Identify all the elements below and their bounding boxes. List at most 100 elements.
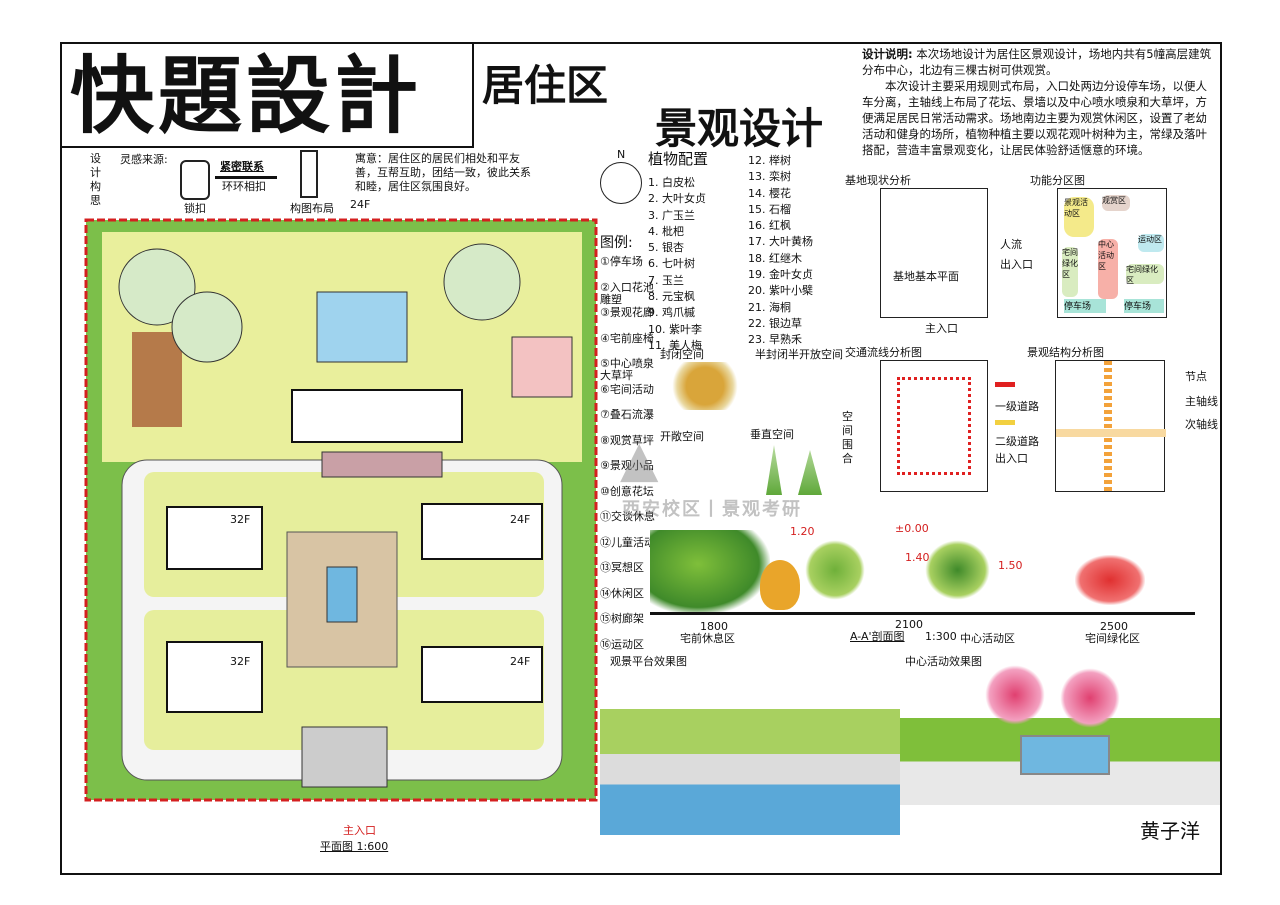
secondary-axis <box>1056 429 1166 437</box>
arrow-icon <box>215 176 277 179</box>
master-plan <box>84 218 598 802</box>
site-entry: 主入口 <box>925 322 958 335</box>
section-scale: 1:300 <box>925 630 957 643</box>
main-axis <box>1104 361 1112 491</box>
notes-heading: 设计说明: <box>862 47 913 61</box>
site-analysis-title: 基地现状分析 <box>845 174 911 187</box>
legend-title: 图例: <box>600 235 633 251</box>
arrow-bottom-text: 环环相扣 <box>222 180 266 193</box>
plant-item: 19. 金叶女贞 <box>748 268 813 282</box>
legend-item: ③景观花廊 <box>600 306 654 319</box>
signature: 黄子洋 <box>1140 819 1200 843</box>
arrow-top-text: 紧密联系 <box>220 160 264 173</box>
zone: 观赏区 <box>1102 195 1130 211</box>
chain-label: 锁扣 <box>184 202 206 215</box>
pink-tree <box>985 665 1045 725</box>
section-zone: 宅间绿化区 <box>1085 632 1140 645</box>
legend-item: ⑩创意花坛 <box>600 484 654 498</box>
plant-item: 17. 大叶黄杨 <box>748 235 813 249</box>
section-tree <box>805 540 865 600</box>
notes-p1: 本次场地设计为居住区景观设计，场地内共有5幢高层建筑分布中心，北边有三棵古树可供… <box>862 47 1212 77</box>
traffic-legend: 出入口 <box>995 452 1028 465</box>
space-enclosure: 空间围合 <box>842 410 853 465</box>
elevation: 1.40 <box>905 551 930 564</box>
plant-item: 13. 栾树 <box>748 170 791 184</box>
plant-item: 14. 樱花 <box>748 186 791 200</box>
section-zone: 中心活动区 <box>960 632 1015 645</box>
structure-diagram <box>1055 360 1166 492</box>
section-tree-red <box>1075 555 1145 605</box>
elevation: 1.50 <box>998 559 1023 572</box>
poster-frame <box>60 42 1222 875</box>
space-semi: 半封闭半开放空间 <box>755 348 843 361</box>
plant-item: 20. 紫叶小檗 <box>748 284 813 298</box>
plant-item: 16. 红枫 <box>748 219 791 233</box>
legend-item: ⑫儿童活动 <box>600 535 655 549</box>
section-dim: 2500 <box>1100 620 1128 633</box>
structure-title: 景观结构分析图 <box>1027 346 1104 359</box>
design-notes: 设计说明: 本次场地设计为居住区景观设计，场地内共有5幢高层建筑分布中心，北边有… <box>862 46 1218 158</box>
plant-item: 6. 七叶树 <box>648 257 695 271</box>
structure-legend: 节点 <box>1185 370 1207 383</box>
watermark-logo: ▲ <box>620 430 659 488</box>
legend-item: ⑧观赏草坪 <box>600 433 654 447</box>
zone: 景观活动区 <box>1064 197 1094 237</box>
site-legend: 出入口 <box>1000 258 1033 271</box>
space-closed: 封闭空间 <box>660 348 704 361</box>
site-legend: 人流 <box>1000 238 1022 251</box>
function-title: 功能分区图 <box>1030 174 1085 187</box>
plant-item: 3. 广玉兰 <box>648 208 695 222</box>
plant-item: 4. 枇杷 <box>648 224 684 238</box>
perspective-title: 中心活动效果图 <box>905 655 982 668</box>
north-arrow-icon <box>600 162 642 204</box>
layout-label: 构图布局 <box>290 202 334 215</box>
plant-list-title: 植物配置 <box>648 150 709 168</box>
primary-road-swatch <box>995 382 1015 387</box>
perspective-title: 观景平台效果图 <box>610 655 687 668</box>
watermark-text: 西安校区丨景观考研 <box>622 499 802 520</box>
traffic-title: 交通流线分析图 <box>845 346 922 359</box>
legend-item: ⑪交谈休息 <box>600 510 655 523</box>
closed-space-sketch <box>665 362 745 410</box>
legend-item: ⑮树廊架 <box>600 612 644 625</box>
traffic-diagram <box>880 360 988 492</box>
zone: 停车场 <box>1064 299 1106 313</box>
building-label: 24F <box>510 513 531 526</box>
legend-item: ①停车场 <box>600 255 643 268</box>
plant-item: 5. 银杏 <box>648 241 684 255</box>
perspective-platform <box>600 655 900 835</box>
title-sub-2: 景观设计 <box>655 104 824 153</box>
pink-tree <box>1060 668 1120 728</box>
section-trees <box>650 530 770 615</box>
elevation: ±0.00 <box>895 522 929 535</box>
fountain <box>1020 735 1110 775</box>
poster-title: 快題設計 <box>62 44 474 148</box>
building-label: 24F <box>350 198 371 211</box>
building-label: 32F <box>230 655 251 668</box>
zone: 宅间绿化区 <box>1062 247 1078 297</box>
site-center-label: 基地基本平面 <box>893 270 959 283</box>
section-ground-line <box>650 612 1195 615</box>
plant-item: 22. 银边草 <box>748 316 802 330</box>
plant-item: 7. 玉兰 <box>648 273 684 287</box>
title-sub-1: 居住区 <box>482 61 609 110</box>
plant-item: 2. 大叶女贞 <box>648 192 706 206</box>
legend-item: ⑥宅间活动 <box>600 382 654 396</box>
elevation: 1.20 <box>790 525 815 538</box>
legend-item: ⑨景观小品 <box>600 459 654 472</box>
zone: 停车场 <box>1124 299 1164 313</box>
legend-item: ⑬冥想区 <box>600 561 644 574</box>
section-dim: 2100 <box>895 618 923 631</box>
structure-legend: 次轴线 <box>1185 418 1218 431</box>
notes-p2: 本次设计主要采用规则式布局，入口处两边分设停车场，以便人车分离，主轴线上布局了花… <box>862 79 1207 157</box>
section-zone: 宅前休息区 <box>680 632 735 645</box>
plant-item: 12. 榉树 <box>748 154 791 167</box>
section-title: A-A'剖面图 <box>850 630 905 643</box>
plant-item: 15. 石榴 <box>748 202 791 216</box>
plant-item: 8. 元宝枫 <box>648 290 695 304</box>
legend-item: ⑭休闲区 <box>600 586 644 600</box>
plan-caption: 平面图 1:600 <box>320 840 389 853</box>
layout-icon <box>300 150 318 198</box>
secondary-road-swatch <box>995 420 1015 425</box>
